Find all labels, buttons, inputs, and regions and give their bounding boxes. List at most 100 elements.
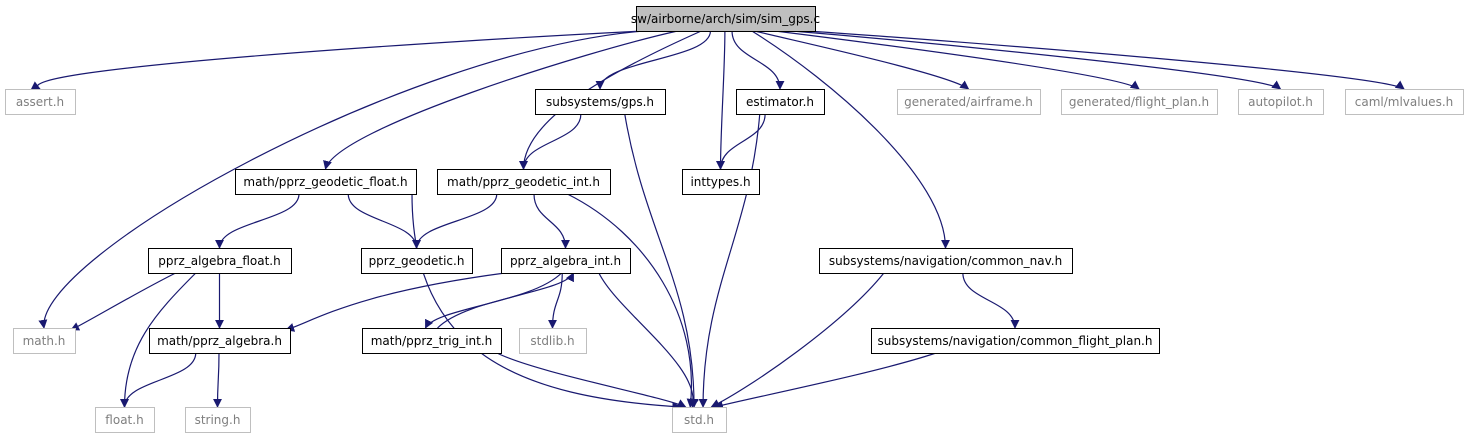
node-box (149, 328, 291, 354)
node-autopilot: autopilot.h (1238, 89, 1324, 115)
edge-geodetic_float-to-geodetic (347, 193, 421, 249)
edge-arrow (716, 113, 766, 170)
edge-sim_gps-to-inttypes (716, 30, 726, 170)
node-geodetic-int[interactable]: math/pprz_geodetic_int.h (437, 169, 611, 195)
node-geodetic-float[interactable]: math/pprz_geodetic_float.h (235, 169, 417, 195)
edge-arrow (698, 113, 761, 408)
node-box (185, 407, 251, 433)
node-box (1061, 89, 1218, 115)
edge-arrow (716, 30, 726, 170)
node-label: pprz_geodetic.h (369, 254, 465, 268)
edge-algebra_int-to-trig_int (424, 272, 562, 329)
nodes-layer: sw/airborne/arch/sim/sim_gps.cassert.hma… (5, 6, 1464, 433)
node-std: std.h (672, 407, 727, 433)
node-box (1238, 89, 1324, 115)
node-trig-int[interactable]: math/pprz_trig_int.h (362, 328, 502, 354)
node-label: math/pprz_algebra.h (157, 334, 282, 348)
edge-arrow (496, 352, 687, 408)
node-box (897, 89, 1041, 115)
edge-arrow (285, 272, 506, 332)
node-estimator[interactable]: estimator.h (736, 89, 825, 115)
edge-gps-to-geodetic_int (519, 113, 582, 170)
node-common-nav[interactable]: subsystems/navigation/common_nav.h (819, 248, 1073, 274)
node-box (1345, 89, 1464, 115)
node-mlvalues: caml/mlvalues.h (1345, 89, 1464, 115)
edge-arrow (437, 272, 575, 329)
node-stdlib: stdlib.h (519, 328, 587, 354)
edge-common_nav-to-common_flight_plan (962, 272, 1020, 329)
node-label: subsystems/gps.h (546, 95, 654, 109)
edge-geodetic_int-to-std (567, 193, 696, 408)
node-box (519, 328, 587, 354)
edge-arrow (533, 193, 570, 249)
edge-trig_int-to-algebra_int (437, 272, 575, 329)
node-label: caml/mlvalues.h (1355, 95, 1454, 109)
edge-common_flight_plan-to-std (713, 352, 937, 410)
node-label: autopilot.h (1248, 95, 1313, 109)
edge-algebra_int-to-std (598, 272, 699, 408)
edge-geodetic_int-to-geodetic (412, 193, 498, 249)
edge-arrow (710, 272, 885, 408)
edge-arrow (30, 30, 644, 90)
edge-arrow (213, 352, 223, 408)
node-inttypes[interactable]: inttypes.h (682, 169, 760, 195)
node-label: pprz_algebra_float.h (158, 254, 280, 268)
edge-arrow (323, 30, 678, 170)
node-box (13, 328, 76, 354)
edge-sim_gps-to-airframe (754, 30, 970, 90)
node-label: math.h (23, 334, 66, 348)
node-sim-gps[interactable]: sw/airborne/arch/sim/sim_gps.c (631, 6, 820, 32)
node-label: subsystems/navigation/common_flight_plan… (878, 334, 1153, 348)
edge-estimator-to-inttypes (716, 113, 766, 170)
edge-sim_gps-to-mlvalues (806, 30, 1405, 90)
edge-arrow (775, 30, 1140, 90)
edge-sim_gps-to-autopilot (792, 30, 1282, 90)
edge-trig_int-to-std (496, 352, 687, 408)
node-float: float.h (95, 407, 155, 433)
edge-arrow (962, 272, 1020, 329)
edge-arrow (751, 30, 950, 249)
node-algebra-float[interactable]: pprz_algebra_float.h (148, 248, 292, 274)
node-label: float.h (105, 413, 143, 427)
node-box (235, 169, 417, 195)
edge-estimator-to-std (698, 113, 761, 408)
node-label: generated/airframe.h (904, 95, 1033, 109)
edge-algebra-to-string (213, 352, 223, 408)
edge-arrow (598, 272, 699, 408)
node-gps[interactable]: subsystems/gps.h (535, 89, 666, 115)
node-label: math/pprz_geodetic_int.h (447, 175, 600, 189)
edge-arrow (120, 272, 197, 408)
edge-arrow (412, 193, 498, 249)
edge-sim_gps-to-assert (30, 30, 644, 90)
edge-arrow (215, 193, 300, 249)
node-airframe: generated/airframe.h (897, 89, 1041, 115)
edge-algebra_float-to-float (120, 272, 197, 408)
node-algebra-int[interactable]: pprz_algebra_int.h (501, 248, 631, 274)
edge-arrow (595, 30, 712, 90)
edge-arrow (424, 272, 562, 329)
node-label: math/pprz_geodetic_float.h (243, 175, 407, 189)
edge-gps-to-std (624, 113, 699, 408)
node-geodetic[interactable]: pprz_geodetic.h (361, 248, 473, 274)
node-string: string.h (185, 407, 251, 433)
edge-arrow (792, 30, 1282, 90)
node-common-flight-plan[interactable]: subsystems/navigation/common_flight_plan… (871, 328, 1160, 354)
node-box (148, 248, 292, 274)
edge-common_nav-to-std (710, 272, 885, 408)
edge-sim_gps-to-common_nav (751, 30, 950, 249)
node-label: estimator.h (746, 95, 814, 109)
edge-arrow (731, 30, 785, 90)
node-box (535, 89, 666, 115)
edge-arrow (411, 193, 682, 411)
node-algebra[interactable]: math/pprz_algebra.h (149, 328, 291, 354)
edge-arrow (70, 272, 176, 331)
node-box (871, 328, 1160, 354)
edge-algebra-to-float (120, 352, 197, 408)
edge-sim_gps-to-math (38, 30, 644, 329)
edge-arrow (624, 113, 699, 408)
node-flight-plan: generated/flight_plan.h (1061, 89, 1218, 115)
node-box (95, 407, 155, 433)
node-label: std.h (684, 413, 714, 427)
node-box (501, 248, 631, 274)
